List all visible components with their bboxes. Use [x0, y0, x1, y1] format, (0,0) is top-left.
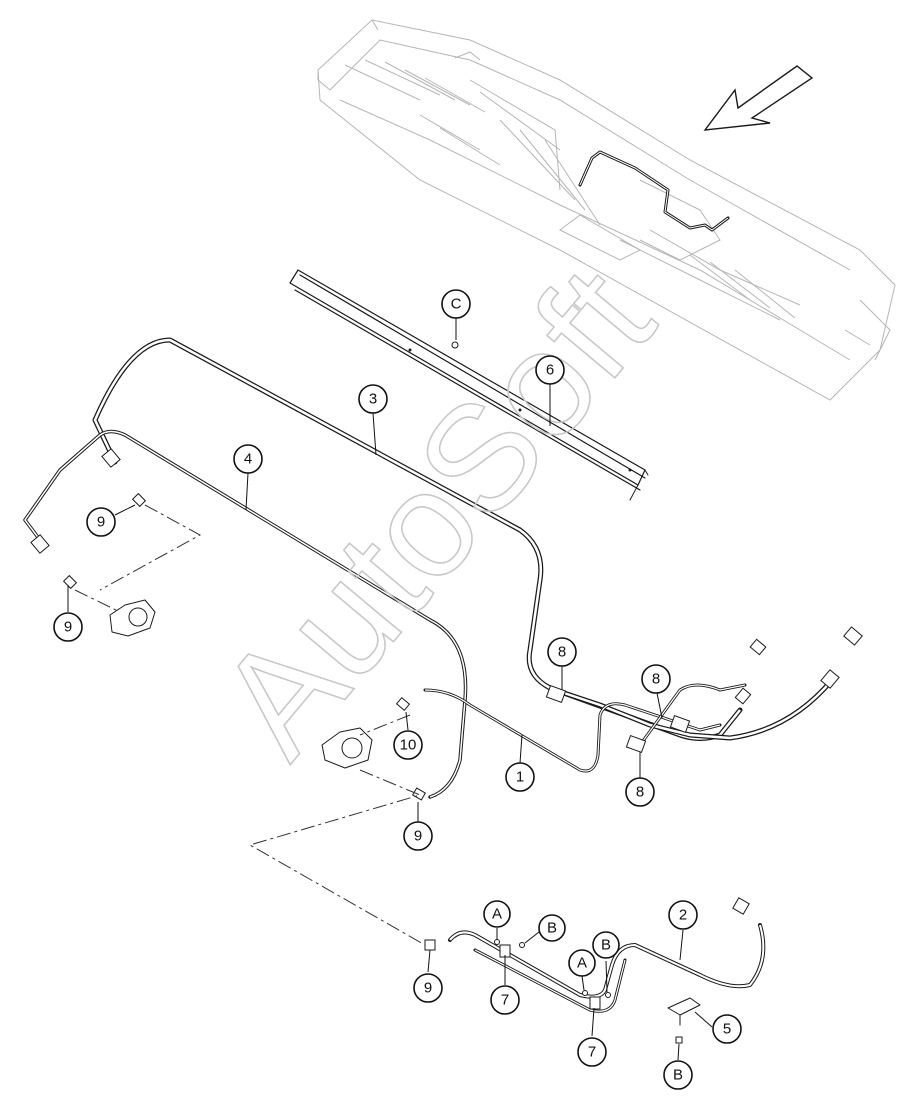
svg-text:B: B: [601, 937, 611, 954]
callout-4: 4: [233, 444, 263, 474]
svg-text:10: 10: [400, 737, 417, 754]
callout-B-mid: B: [592, 931, 620, 959]
bolt-icon: [582, 990, 588, 996]
callout-10: 10: [393, 730, 423, 760]
hydraulic-motor-icon: [109, 599, 373, 769]
svg-text:8: 8: [558, 644, 566, 661]
callout-3: 3: [358, 384, 388, 414]
callout-C: C: [441, 289, 471, 319]
connection-lines: [74, 504, 426, 946]
svg-text:8: 8: [652, 671, 660, 688]
direction-arrow-icon: [703, 65, 814, 131]
callout-B-bottom: B: [663, 1060, 693, 1090]
callout-5: 5: [712, 1014, 742, 1044]
svg-text:1: 1: [516, 769, 524, 786]
svg-text:A: A: [492, 906, 502, 923]
clamp-icon: [589, 996, 601, 1010]
nut-icon: [519, 942, 525, 948]
callout-8-bottom: 8: [625, 777, 655, 807]
svg-text:2: 2: [679, 907, 687, 924]
callout-9-bottom: 9: [413, 973, 443, 1003]
bracket-icon: [667, 997, 701, 1026]
svg-text:6: 6: [546, 362, 554, 379]
callout-A-left: A: [483, 900, 511, 928]
nut-icon: [675, 1036, 683, 1044]
svg-text:B: B: [547, 920, 557, 937]
svg-text:B: B: [673, 1067, 683, 1084]
callout-7-right: 7: [577, 1037, 607, 1067]
callout-1: 1: [505, 762, 535, 792]
callout-A-right: A: [568, 949, 596, 977]
callout-6: 6: [535, 355, 565, 385]
callout-9-top: 9: [86, 507, 116, 537]
svg-text:5: 5: [723, 1021, 731, 1038]
tube-3-inner: [93, 338, 741, 740]
overview-tube-route-inner: [579, 151, 729, 231]
svg-text:A: A: [577, 955, 587, 972]
leader-lines: [67, 318, 713, 1061]
fitting-icon: [30, 448, 863, 951]
callout-B-left: B: [538, 914, 566, 942]
bolt-icon: [494, 939, 500, 945]
nut-icon: [605, 992, 611, 998]
svg-text:3: 3: [369, 391, 377, 408]
svg-text:C: C: [451, 296, 462, 313]
callout-8-left: 8: [547, 637, 577, 667]
clamp-icon: [545, 684, 691, 754]
callout-7-left: 7: [490, 985, 520, 1015]
callout-9-mid: 9: [403, 821, 433, 851]
callout-2: 2: [668, 900, 698, 930]
svg-text:7: 7: [588, 1044, 596, 1061]
callout-9-left: 9: [53, 612, 83, 642]
svg-text:9: 9: [414, 828, 422, 845]
svg-text:9: 9: [424, 980, 432, 997]
header-frame-overview: [317, 19, 896, 401]
svg-text:8: 8: [636, 784, 644, 801]
support-rail: [289, 269, 649, 501]
callout-8-right: 8: [641, 664, 671, 694]
svg-text:7: 7: [501, 992, 509, 1009]
svg-text:4: 4: [244, 451, 252, 468]
svg-text:9: 9: [64, 619, 72, 636]
svg-text:9: 9: [97, 514, 105, 531]
